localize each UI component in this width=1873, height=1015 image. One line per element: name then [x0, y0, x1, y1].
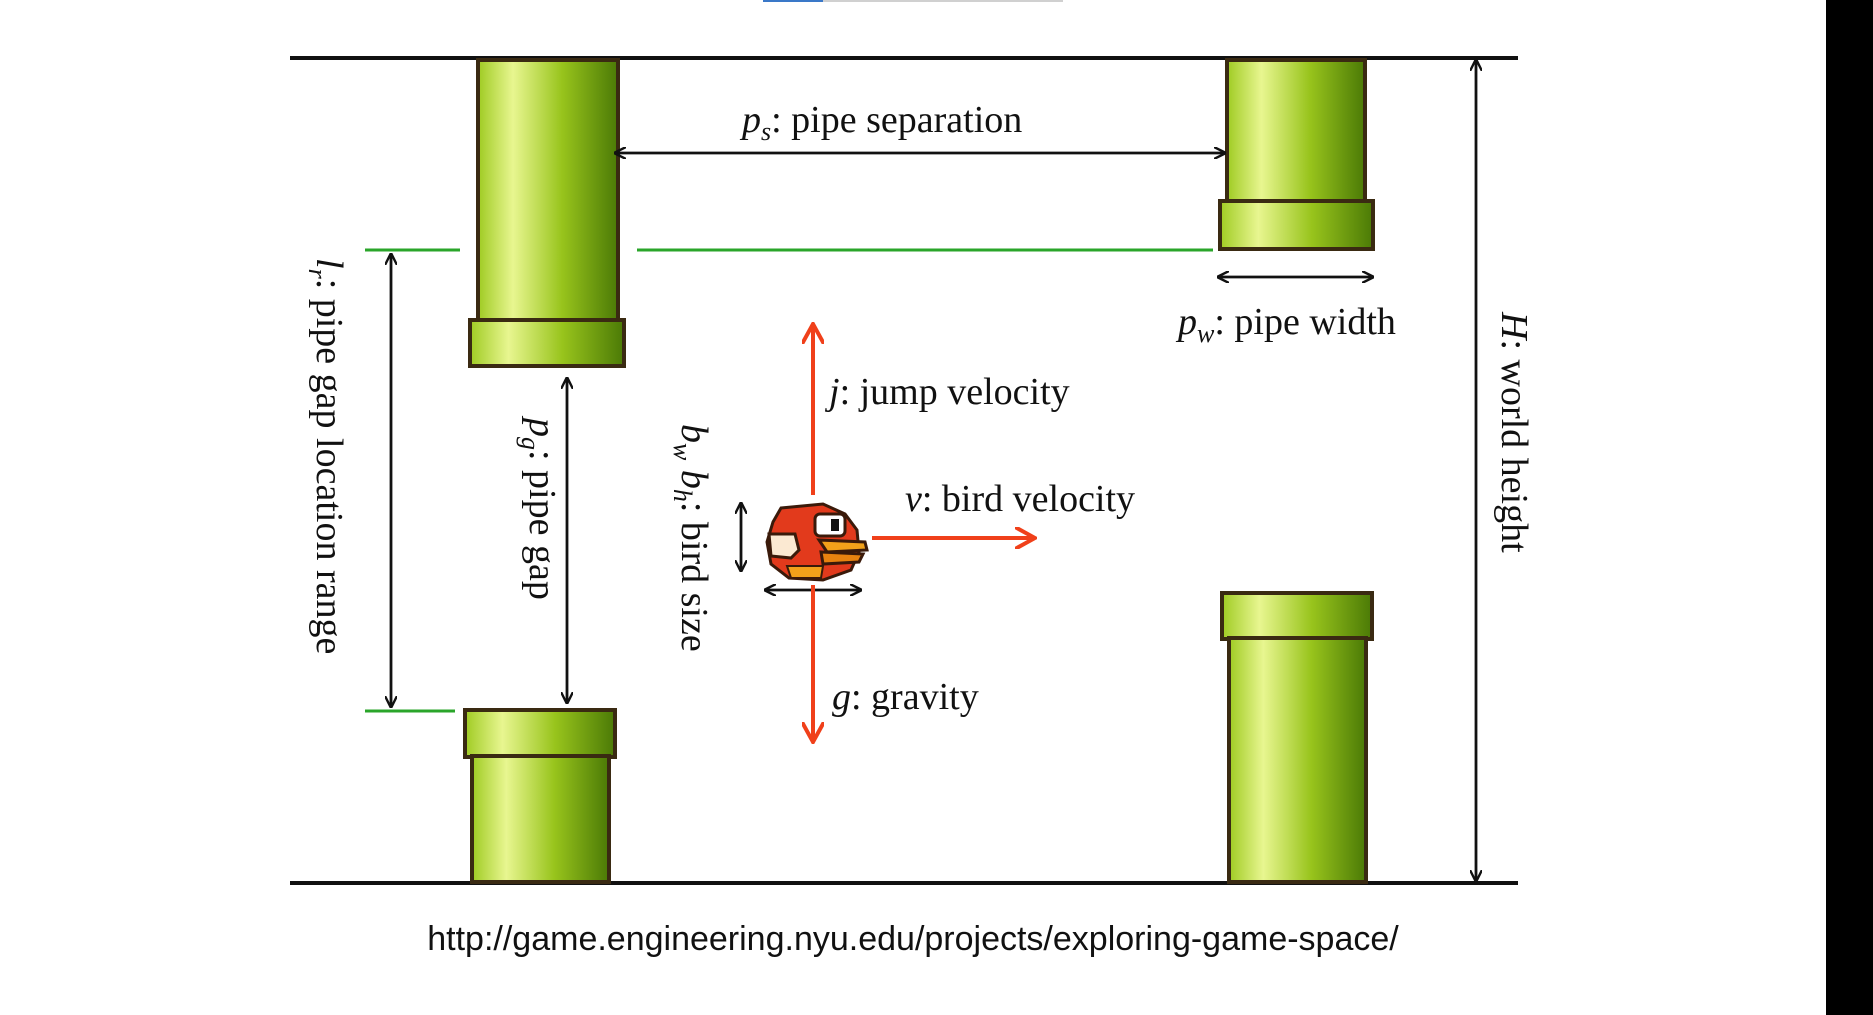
- flappy-bird-parameter-diagram: ps: pipe separation pw: pipe width j: ju…: [290, 56, 1535, 885]
- progress-bar-fill: [763, 0, 823, 2]
- gravity-label: g: gravity: [832, 676, 979, 718]
- jump-velocity-label: j: jump velocity: [824, 371, 1070, 413]
- slide-canvas: ps: pipe separation pw: pipe width j: ju…: [0, 0, 1826, 1015]
- pipe-top-right: [1218, 58, 1375, 251]
- pipe-bottom-right: [1220, 591, 1374, 884]
- pipe-separation-label: ps: pipe separation: [739, 99, 1022, 146]
- pipe-top-left: [468, 58, 626, 368]
- pipe-gap-label: pg: pipe gap: [516, 415, 563, 600]
- pipe-gap-location-label: lr: pipe gap location range: [303, 258, 350, 654]
- pipe-bottom-left: [463, 708, 617, 884]
- source-url: http://game.engineering.nyu.edu/projects…: [427, 920, 1399, 958]
- pipe-width-label: pw: pipe width: [1175, 301, 1396, 348]
- bird-size-label: bw bh: bird size: [668, 424, 715, 652]
- world-height-label: H: world height: [1493, 311, 1535, 553]
- progress-bar-track: [823, 0, 1063, 2]
- bird-sprite: [765, 502, 869, 582]
- bird-velocity-label: v: bird velocity: [905, 478, 1135, 520]
